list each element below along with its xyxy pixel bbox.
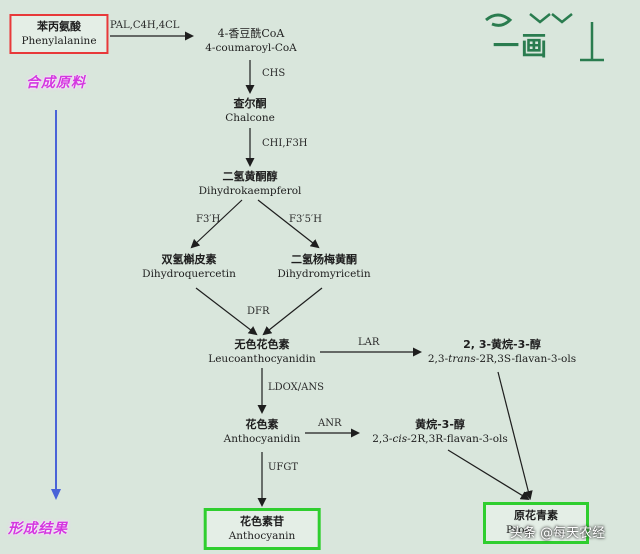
enzyme-pal: PAL,C4H,4CL	[110, 20, 180, 31]
node-anthocyanidin: 花色素 Anthocyanidin	[224, 418, 301, 446]
arrow-cis-to-pro	[447, 449, 530, 501]
arrow-dhm-to-leuco	[262, 287, 323, 336]
enzyme-f35h: F3′5′H	[289, 214, 322, 225]
enzyme-f3h: F3′H	[196, 214, 221, 225]
node-anthocyanin: 花色素苷 Anthocyanin	[203, 508, 321, 550]
node-anthocyanin-zh: 花色素苷	[239, 515, 284, 528]
enzyme-anr: ANR	[318, 418, 342, 429]
node-coumaroyl-en: 4-coumaroyl-CoA	[205, 42, 297, 54]
node-cis-flavanol-zh: 黄烷-3-醇	[415, 418, 465, 431]
node-proanthocyanidin-zh: 原花青素	[514, 509, 558, 522]
node-trans-flavanol: 2, 3-黄烷-3-醇 2,3-trans-2R,3S-flavan-3-ols	[428, 338, 576, 366]
node-dihydrokaempferol-zh: 二氢黄酮醇	[222, 170, 278, 183]
node-coumaroyl-zh: 4-香豆酰CoA	[217, 27, 285, 40]
node-phenylalanine: 苯丙氨酸 Phenylalanine	[9, 14, 109, 54]
node-chalcone-zh: 查尔酮	[233, 97, 267, 110]
node-anthocyanidin-en: Anthocyanidin	[223, 433, 301, 445]
node-chalcone: 查尔酮 Chalcone	[225, 97, 275, 125]
node-trans-flavanol-en: 2,3-trans-2R,3S-flavan-3-ols	[428, 352, 576, 366]
node-leucoanthocyanidin-zh: 无色花色素	[234, 338, 290, 351]
node-dihydromyricetin-en: Dihydromyricetin	[277, 268, 371, 280]
trans-en-italic: trans	[448, 353, 476, 365]
node-leucoanthocyanidin-en: Leucoanthocyanidin	[208, 353, 316, 365]
arrow-trans-to-pro	[497, 371, 533, 500]
cis-en-pre: 2,3-	[372, 433, 393, 445]
arrow-dhk-to-dhm	[257, 199, 320, 249]
trans-en-post: -2R,3S-flavan-3-ols	[475, 353, 577, 365]
side-label-raw-material: 合成原料	[26, 75, 86, 91]
enzyme-ldox: LDOX/ANS	[268, 382, 324, 393]
node-chalcone-en: Chalcone	[225, 112, 275, 124]
node-dihydroquercetin-en: Dihydroquercetin	[142, 268, 236, 280]
watermark: 头条 @每天农经	[510, 526, 606, 541]
side-label-result: 形成结果	[8, 521, 68, 537]
enzyme-lar: LAR	[358, 337, 380, 348]
enzyme-chi: CHI,F3H	[262, 138, 308, 149]
node-coumaroyl: 4-香豆酰CoA 4-coumaroyl-CoA	[205, 27, 297, 55]
enzyme-dfr: DFR	[247, 306, 270, 317]
node-dihydromyricetin-zh: 二氢杨梅黄酮	[290, 253, 357, 266]
node-dihydrokaempferol-en: Dihydrokaempferol	[198, 185, 302, 197]
enzyme-chs: CHS	[262, 68, 286, 79]
node-dihydroquercetin: 双氢槲皮素 Dihydroquercetin	[142, 253, 236, 281]
logo-icon	[485, 13, 604, 62]
node-proanthocyanidin: 原花青素 Proa	[483, 502, 589, 544]
node-proanthocyanidin-en: Proa	[506, 524, 531, 536]
node-phenylalanine-zh: 苯丙氨酸	[36, 20, 81, 33]
node-dihydrokaempferol: 二氢黄酮醇 Dihydrokaempferol	[199, 170, 302, 198]
node-cis-flavanol-en: 2,3-cis-2R,3R-flavan-3-ols	[372, 432, 508, 446]
cis-en-post: -2R,3R-flavan-3-ols	[407, 433, 508, 445]
enzyme-ufgt: UFGT	[268, 462, 299, 473]
cis-en-italic: cis	[392, 433, 408, 445]
trans-en-pre: 2,3-	[427, 353, 449, 365]
node-dihydroquercetin-zh: 双氢槲皮素	[161, 253, 217, 266]
node-phenylalanine-en: Phenylalanine	[21, 35, 97, 47]
node-anthocyanin-en: Anthocyanin	[228, 530, 296, 542]
node-anthocyanidin-zh: 花色素	[245, 418, 279, 431]
arrow-dhq-to-leuco	[195, 287, 258, 336]
node-trans-flavanol-zh: 2, 3-黄烷-3-醇	[463, 338, 541, 351]
node-leucoanthocyanidin: 无色花色素 Leucoanthocyanidin	[208, 338, 316, 366]
arrow-dhk-to-dhq	[190, 199, 243, 249]
node-dihydromyricetin: 二氢杨梅黄酮 Dihydromyricetin	[277, 253, 370, 281]
node-cis-flavanol: 黄烷-3-醇 2,3-cis-2R,3R-flavan-3-ols	[372, 418, 508, 446]
logo-text: 一画	[493, 32, 550, 62]
